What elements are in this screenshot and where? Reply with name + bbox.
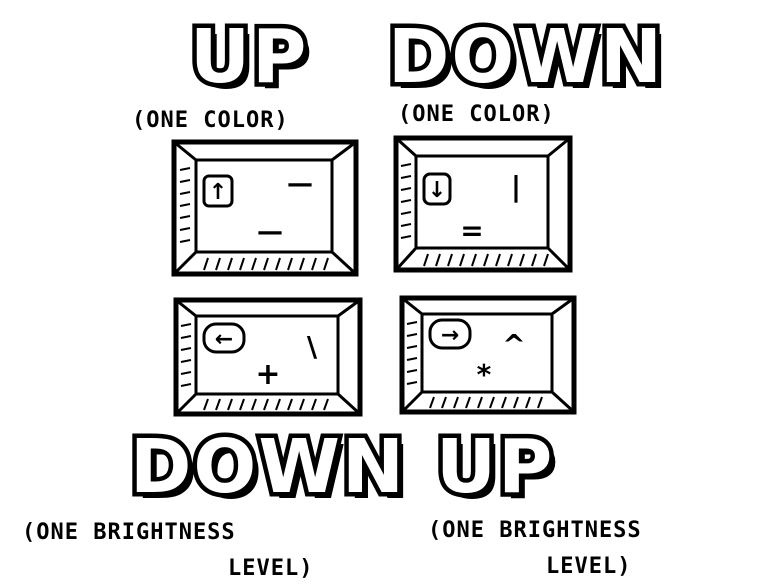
up-one-brightness-title: UP [436, 430, 554, 504]
down-one-color-title: DOWN [388, 20, 664, 94]
up-one-brightness-subtitle-line1: (ONE BRIGHTNESS [428, 520, 642, 542]
down-one-brightness-subtitle-line1: (ONE BRIGHTNESS [22, 522, 236, 544]
up-one-color-title: UP [190, 20, 308, 94]
left-arrow-icon: ← [215, 327, 233, 352]
key-symbol-top: | [511, 170, 521, 203]
up-one-color-subtitle: (ONE COLOR) [132, 110, 289, 132]
down-one-color-subtitle: (ONE COLOR) [398, 104, 555, 126]
key-symbol-top: — [287, 169, 313, 199]
key-right-arrow: → ^ * [400, 296, 576, 414]
key-symbol-bottom: — [257, 217, 283, 247]
key-symbol-top: ^ [502, 328, 525, 361]
down-arrow-icon: ↓ [428, 178, 446, 203]
up-one-brightness-subtitle-line2: LEVEL) [546, 556, 631, 578]
key-symbol-bottom: + [255, 357, 280, 392]
key-left-arrow: ← \ + [174, 298, 362, 416]
key-symbol-bottom: = [460, 214, 483, 247]
key-down-arrow: ↓ | = [394, 136, 572, 272]
right-arrow-icon: → [441, 323, 459, 348]
down-one-brightness-subtitle-line2: LEVEL) [228, 558, 313, 580]
key-symbol-bottom: * [477, 358, 492, 391]
down-one-brightness-title: DOWN [130, 430, 406, 504]
key-up-arrow: ↑ — — [172, 140, 358, 276]
key-symbol-top: \ [307, 330, 318, 363]
up-arrow-icon: ↑ [209, 180, 227, 205]
